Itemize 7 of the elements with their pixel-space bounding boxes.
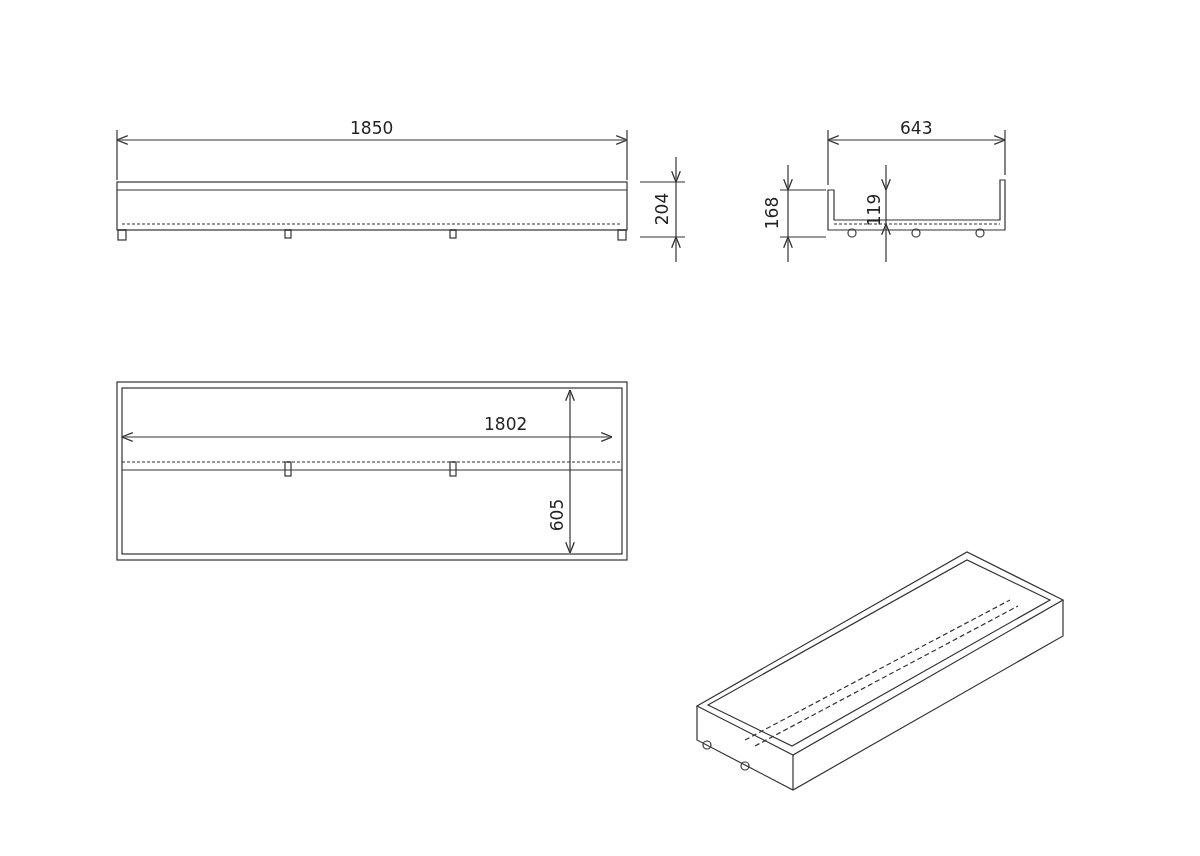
dimension-label: 1802 <box>484 414 528 434</box>
dimension-label: 605 <box>547 498 568 532</box>
dimension-label: 119 <box>864 193 885 227</box>
dimension-label: 168 <box>762 196 783 230</box>
dimension-label: 643 <box>900 118 933 138</box>
dimension-label: 204 <box>652 192 673 226</box>
dimension-label: 1850 <box>350 118 394 138</box>
